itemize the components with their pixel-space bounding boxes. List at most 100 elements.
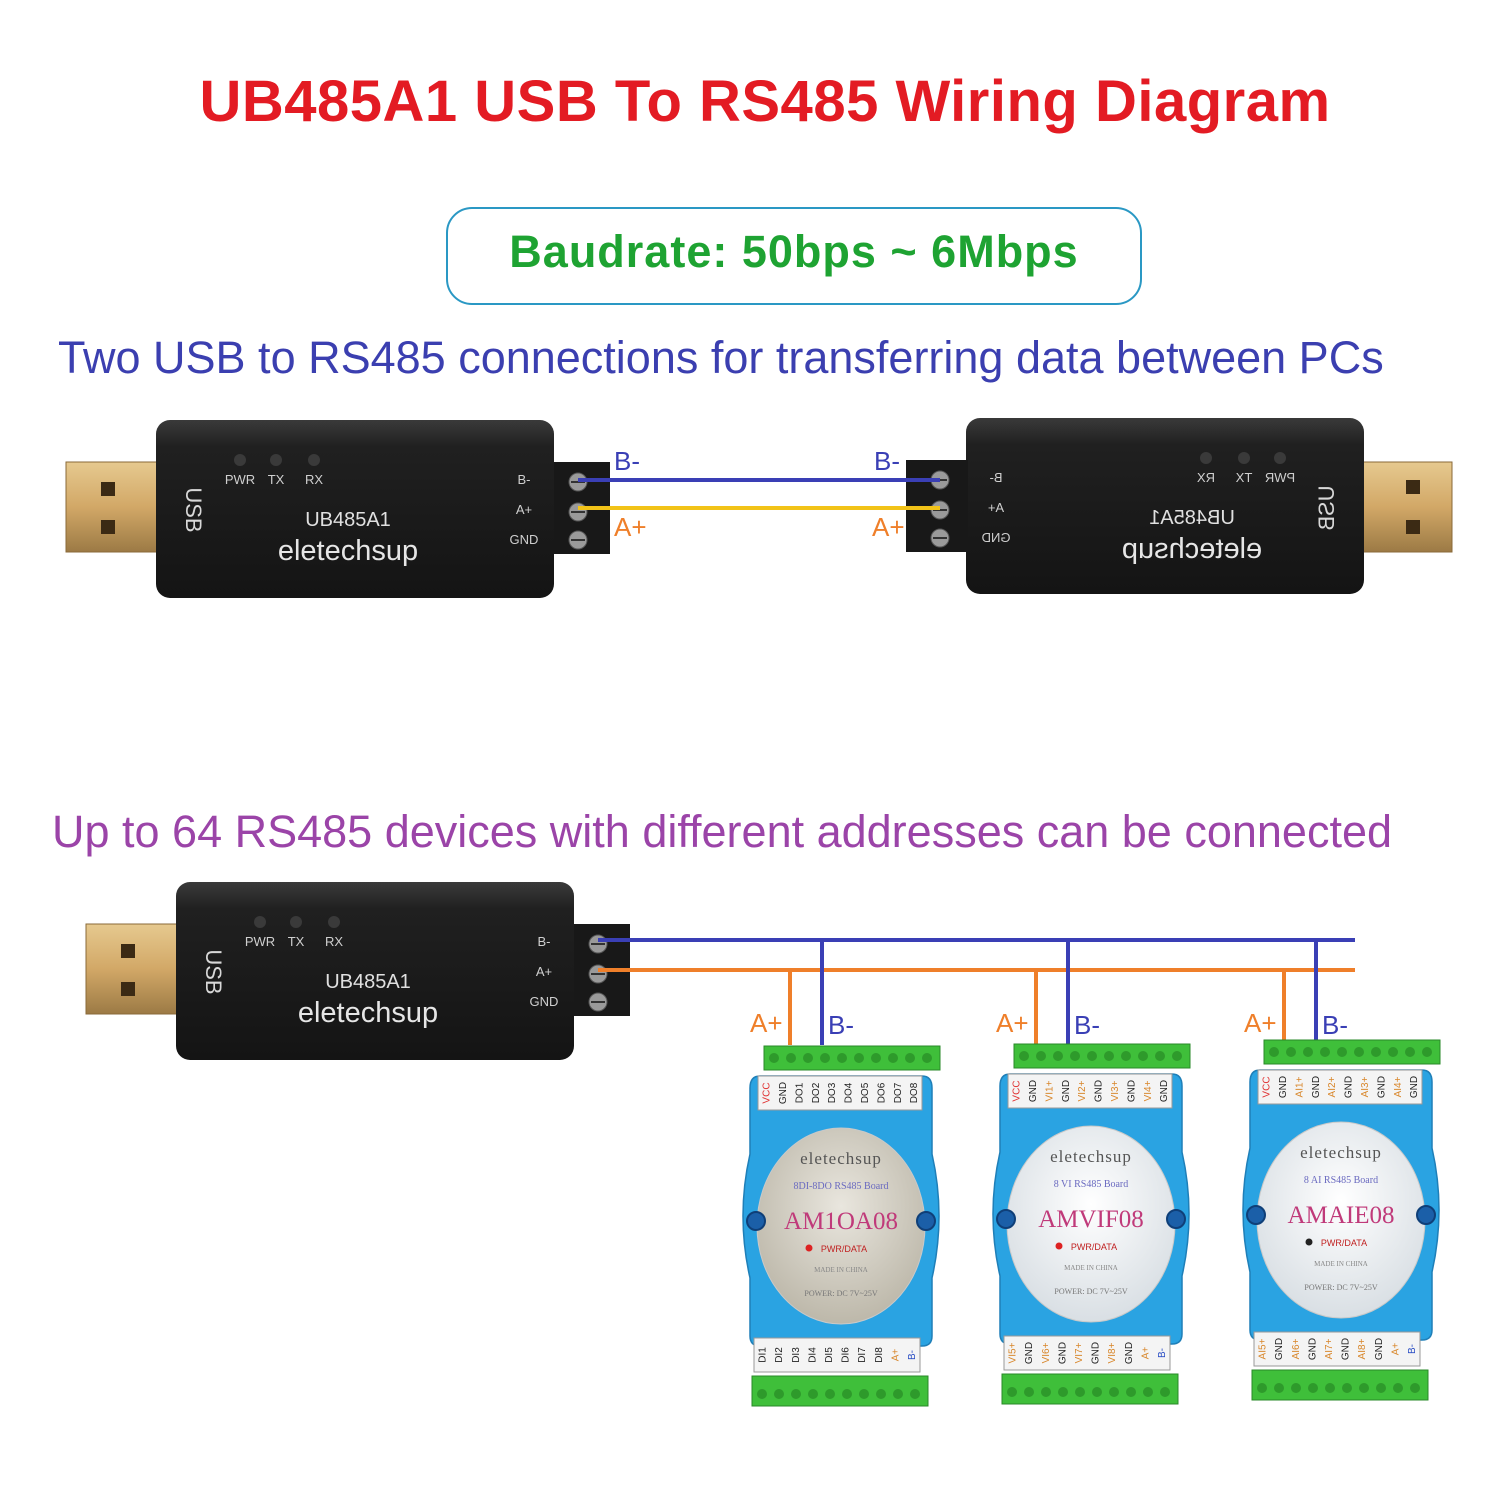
terminal-screw xyxy=(1019,1051,1029,1061)
terminal-screw xyxy=(791,1389,801,1399)
bottom-pin-label: A+ xyxy=(1140,1347,1151,1360)
usb-label: USB xyxy=(181,487,206,532)
usb-label: USB xyxy=(201,949,226,994)
usb-plug-hole xyxy=(1406,480,1420,494)
mounting-hole xyxy=(996,1209,1016,1229)
wire-label-a: A+ xyxy=(614,512,647,542)
module-model: AM1OA08 xyxy=(784,1208,898,1235)
led-rx xyxy=(1200,452,1212,464)
bottom-pin-label: GND xyxy=(1024,1342,1035,1364)
power-label: POWER: DC 7V~25V xyxy=(1054,1287,1127,1296)
bottom-pin-label: B- xyxy=(907,1350,918,1360)
bottom-pin-label: DI4 xyxy=(807,1347,818,1363)
mounting-hole xyxy=(1246,1205,1266,1225)
terminal-screw xyxy=(820,1053,830,1063)
terminal-screw xyxy=(1109,1387,1119,1397)
bottom-pin-label: AI8+ xyxy=(1357,1338,1368,1359)
top-pin-label: DO6 xyxy=(876,1082,887,1103)
pwr-data-led xyxy=(805,1244,813,1252)
bottom-pin-label: GND xyxy=(1274,1338,1285,1360)
bottom-pin-band xyxy=(1253,1331,1421,1367)
led-label: PWR/DATA xyxy=(1321,1238,1367,1248)
top-pin-band xyxy=(757,1075,923,1111)
drop-label-b: B- xyxy=(1074,1010,1100,1040)
page-title: UB485A1 USB To RS485 Wiring Diagram xyxy=(199,69,1331,134)
bottom-pin-label: DI5 xyxy=(824,1347,835,1363)
terminal-screw xyxy=(1143,1387,1153,1397)
terminal-screw xyxy=(1087,1051,1097,1061)
pin-label: GND xyxy=(982,530,1011,545)
top-pin-label: GND xyxy=(1061,1080,1072,1102)
bottom-pin-band xyxy=(1003,1335,1171,1371)
pin-label: A+ xyxy=(536,964,552,979)
section1-caption: Two USB to RS485 connections for transfe… xyxy=(58,332,1384,383)
top-pin-label: GND xyxy=(1159,1080,1170,1102)
top-pin-label: DO2 xyxy=(811,1082,822,1103)
terminal-screw xyxy=(1126,1387,1136,1397)
adapter-body xyxy=(966,418,1364,594)
terminal-screw xyxy=(1388,1047,1398,1057)
pin-label: A+ xyxy=(516,502,532,517)
drop-label-a: A+ xyxy=(750,1008,783,1038)
led-label: PWR/DATA xyxy=(1071,1242,1117,1252)
module-subtitle: 8 AI RS485 Board xyxy=(1304,1175,1378,1186)
pin-label: A+ xyxy=(988,500,1004,515)
module-model: AMVIF08 xyxy=(1038,1206,1144,1233)
bottom-pin-label: DI6 xyxy=(841,1347,852,1363)
terminal-screw xyxy=(1359,1383,1369,1393)
baudrate-frame xyxy=(446,207,1142,305)
bottom-pin-label: VI7+ xyxy=(1074,1342,1085,1363)
top-pin-label: VCC xyxy=(1262,1076,1273,1097)
terminal-screw xyxy=(854,1053,864,1063)
terminal-screw xyxy=(1337,1047,1347,1057)
brand-label: eletechsup xyxy=(1122,533,1262,565)
top-pin-label: DO8 xyxy=(909,1082,920,1103)
usb-plug-hole xyxy=(101,482,115,496)
bottom-pin-label: B- xyxy=(1157,1348,1168,1358)
bottom-pin-label: VI8+ xyxy=(1107,1342,1118,1363)
usb-plug-hole xyxy=(1406,520,1420,534)
terminal-screw xyxy=(1007,1387,1017,1397)
module-subtitle: 8 VI RS485 Board xyxy=(1054,1179,1129,1190)
made-in-label: MADE IN CHINA xyxy=(1064,1264,1118,1272)
bottom-pin-label: VI6+ xyxy=(1041,1342,1052,1363)
pin-label: B- xyxy=(538,934,551,949)
drop-label-b: B- xyxy=(828,1010,854,1040)
module-brand: eletechsup xyxy=(1300,1143,1382,1162)
top-pin-label: VI1+ xyxy=(1044,1080,1055,1101)
made-in-label: MADE IN CHINA xyxy=(814,1266,868,1274)
bottom-pin-label: B- xyxy=(1407,1344,1418,1354)
power-label: POWER: DC 7V~25V xyxy=(804,1289,877,1298)
terminal-screw xyxy=(842,1389,852,1399)
drop-label-b: B- xyxy=(1322,1010,1348,1040)
top-pin-label: GND xyxy=(1376,1076,1387,1098)
terminal-screw xyxy=(888,1053,898,1063)
section2-caption: Up to 64 RS485 devices with different ad… xyxy=(52,806,1393,857)
module-subtitle: 8DI-8DO RS485 Board xyxy=(794,1181,889,1192)
top-pin-label: GND xyxy=(1094,1080,1105,1102)
bottom-pin-label: GND xyxy=(1341,1338,1352,1360)
bottom-pin-label: AI6+ xyxy=(1291,1338,1302,1359)
terminal-screw xyxy=(837,1053,847,1063)
bottom-pin-label: DI1 xyxy=(758,1347,769,1363)
pin-label: B- xyxy=(990,470,1003,485)
top-pin-label: AI3+ xyxy=(1360,1076,1371,1097)
drop-label-a: A+ xyxy=(996,1008,1029,1038)
baudrate-label: Baudrate: 50bps ~ 6Mbps xyxy=(509,226,1079,277)
terminal-screw xyxy=(1286,1047,1296,1057)
led-label: RX xyxy=(325,934,343,949)
wire-label-b: B- xyxy=(874,446,900,476)
pwr-data-led xyxy=(1055,1242,1063,1250)
model-label: UB485A1 xyxy=(325,971,411,993)
terminal-screw xyxy=(774,1389,784,1399)
terminal-screw xyxy=(905,1053,915,1063)
top-pin-label: VI4+ xyxy=(1143,1080,1154,1101)
module-model: AMAIE08 xyxy=(1288,1202,1395,1229)
drop-label-a: A+ xyxy=(1244,1008,1277,1038)
led-label: TX xyxy=(1235,470,1252,485)
